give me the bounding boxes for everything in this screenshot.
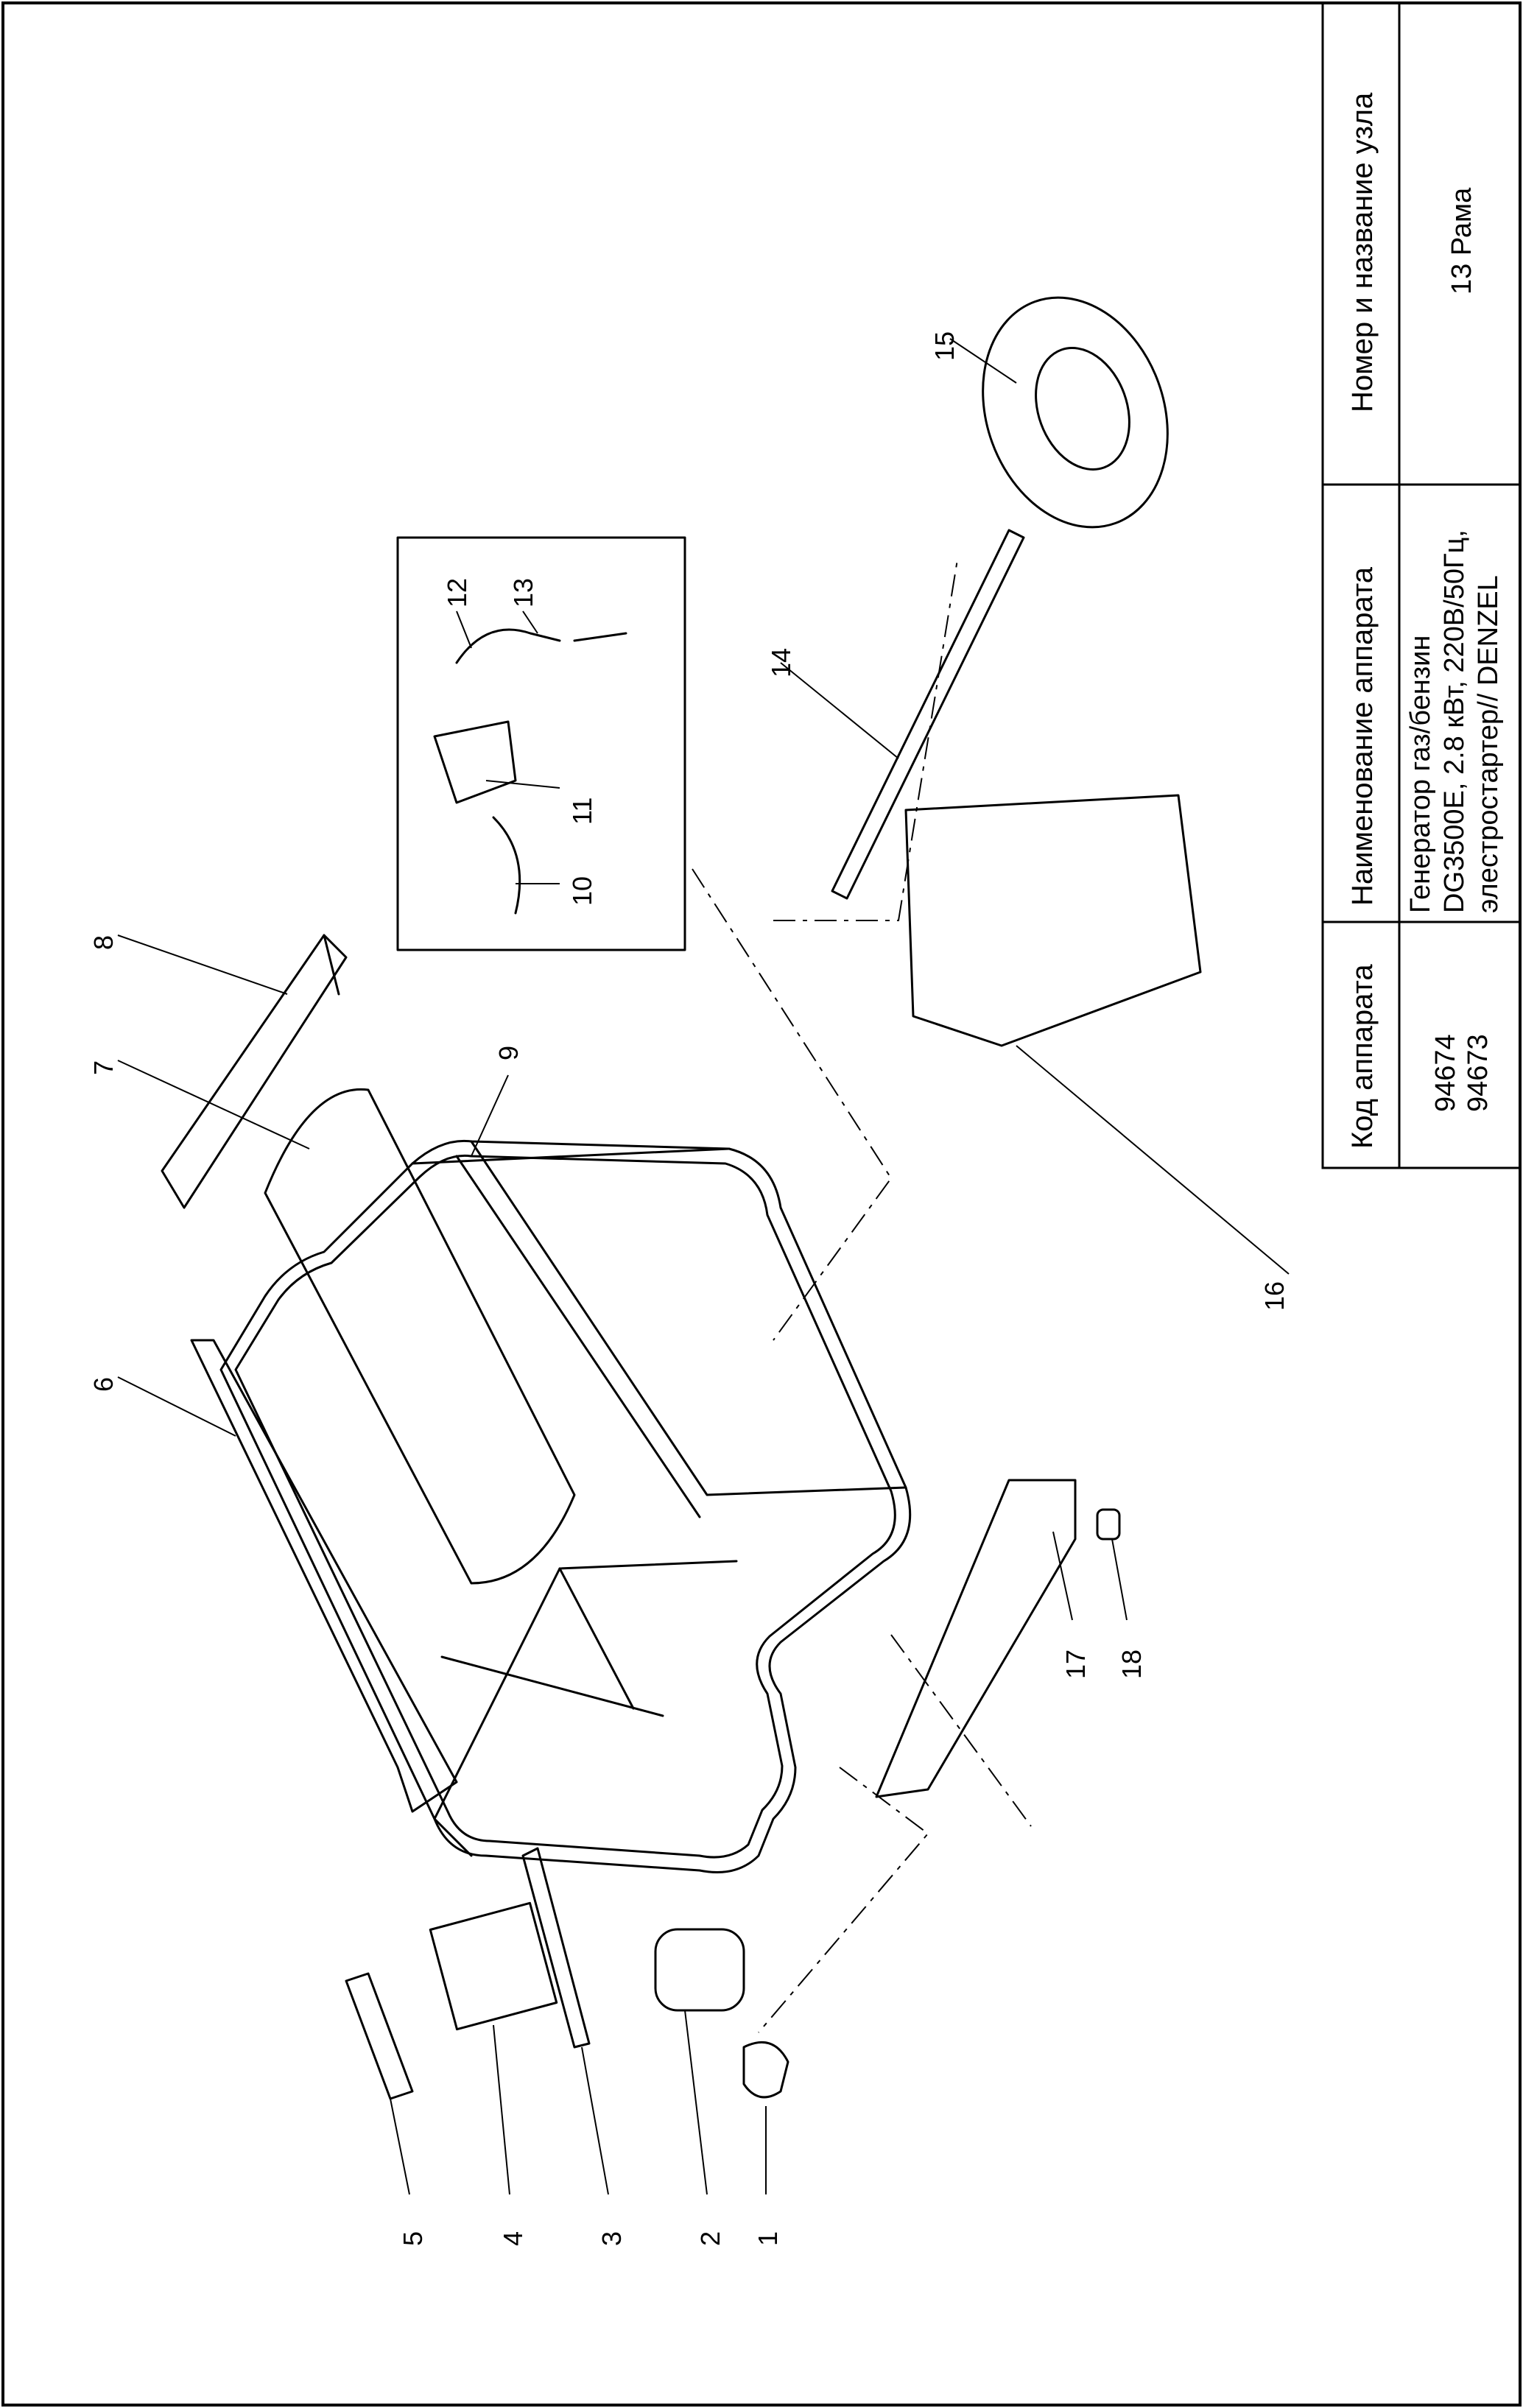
callout-9: 9 xyxy=(493,1045,524,1060)
starter-motor-2 xyxy=(654,1928,745,2012)
frame-tube-9 xyxy=(219,1139,912,1873)
name-line-2: DG3500E, 2.8 кВт, 220В/50Гц, xyxy=(1439,529,1470,913)
callout-18: 18 xyxy=(1116,1649,1147,1679)
callout-5: 5 xyxy=(398,2231,428,2246)
code-value-1: 94674 xyxy=(1430,1034,1461,1112)
hose-10 xyxy=(492,816,521,915)
callout-3: 3 xyxy=(597,2231,627,2246)
header-name: Наименование аппарата xyxy=(1346,567,1379,906)
title-block-frame xyxy=(1321,1,1522,1169)
callout-14: 14 xyxy=(766,647,796,677)
inset-box xyxy=(396,536,686,951)
code-value-2: 94673 xyxy=(1463,1034,1494,1112)
callout-10: 10 xyxy=(567,876,597,906)
wheel-15 xyxy=(982,296,1169,529)
callout-17: 17 xyxy=(1061,1649,1091,1679)
valve-11 xyxy=(433,720,517,804)
axle-14 xyxy=(831,529,1025,900)
battery-4 xyxy=(429,1901,558,2031)
node-value: 13 Рама xyxy=(1446,187,1477,295)
hose-12 xyxy=(455,628,561,664)
panel-16 xyxy=(904,794,1202,1047)
header-node: Номер и название узла xyxy=(1346,92,1379,412)
hose-right xyxy=(573,632,627,642)
callout-12: 12 xyxy=(442,577,472,608)
relay-1 xyxy=(742,2041,789,2099)
callout-1: 1 xyxy=(753,2231,783,2246)
callout-4: 4 xyxy=(498,2231,528,2246)
callout-2: 2 xyxy=(695,2231,725,2246)
strap-5 xyxy=(345,1972,414,2100)
handle-3 xyxy=(521,1847,591,2049)
name-line-1: Генератор газ/бензин xyxy=(1405,635,1436,913)
callout-7: 7 xyxy=(88,1060,119,1075)
bracket-8 xyxy=(161,934,348,1209)
side-rail-6 xyxy=(190,1339,458,1813)
callout-8: 8 xyxy=(88,934,119,950)
crossbar-17 xyxy=(875,1479,1077,1798)
callout-15: 15 xyxy=(929,331,960,361)
callout-11: 11 xyxy=(567,797,597,825)
header-code: Код аппарата xyxy=(1346,964,1379,1149)
rubber-foot-18 xyxy=(1096,1508,1121,1541)
name-line-3: элестростартер// DENZEL xyxy=(1473,575,1504,913)
tank-cover-7 xyxy=(264,1088,576,1585)
callout-6: 6 xyxy=(88,1376,119,1392)
callout-16: 16 xyxy=(1259,1281,1290,1311)
callout-13: 13 xyxy=(508,577,538,608)
